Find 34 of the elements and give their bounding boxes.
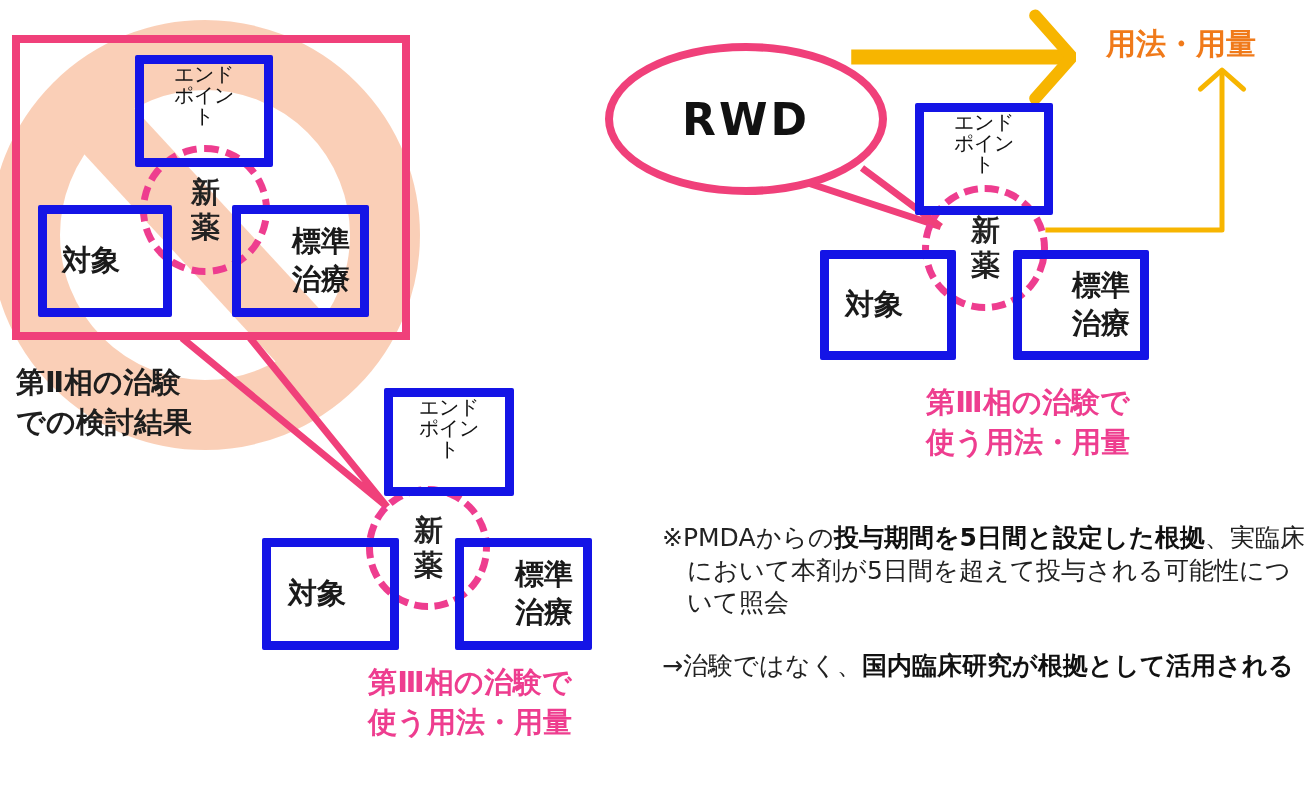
node-text: 標準治療 [292, 223, 350, 298]
node-text: 標準治療 [1072, 267, 1130, 342]
node-text: エンドポイント [173, 64, 235, 127]
note-text: ※PMDAからの投与期間を5日間と設定した根拠、実臨床において本剤が5日間を超えて投与される可能性について照会 [662, 522, 1306, 619]
node-text: エンドポイント [953, 112, 1015, 175]
node-text: RWD [682, 93, 810, 145]
dotted-circle [366, 486, 490, 610]
caption-text: 第Ⅲ相の治験で使う用法・用量 [924, 384, 1131, 461]
node-text: 対象 [845, 286, 903, 324]
open-frame [38, 205, 172, 317]
dotted-circle [922, 185, 1048, 311]
open-frame [232, 205, 369, 317]
node-text: 新薬 [970, 213, 1000, 283]
open-frame [384, 388, 514, 496]
caption-text: 第Ⅲ相の治験で使う用法・用量 [366, 664, 573, 741]
arrow [1045, 67, 1247, 233]
node-text: エンドポイント [418, 397, 480, 460]
open-frame [820, 250, 956, 360]
note-text: →治験ではなく、国内臨床研究が根拠として活用される [662, 650, 1295, 682]
open-frame [915, 103, 1053, 215]
open-frame [262, 538, 399, 650]
open-frame [135, 55, 273, 167]
dotted-circle [140, 145, 270, 275]
open-frame [1013, 250, 1149, 360]
node-text: 標準治療 [515, 556, 573, 631]
arrow [851, 9, 1078, 105]
node-text: 用法・用量 [1106, 24, 1312, 65]
caption-text: 第Ⅱ相の治験での検討結果 [16, 364, 193, 441]
node-text: 対象 [287, 575, 346, 613]
node-text: 新薬 [413, 513, 443, 583]
node-text: 新薬 [190, 175, 220, 245]
node-text: 対象 [62, 242, 120, 280]
open-frame [455, 538, 592, 650]
speech-bubble [12, 35, 410, 340]
